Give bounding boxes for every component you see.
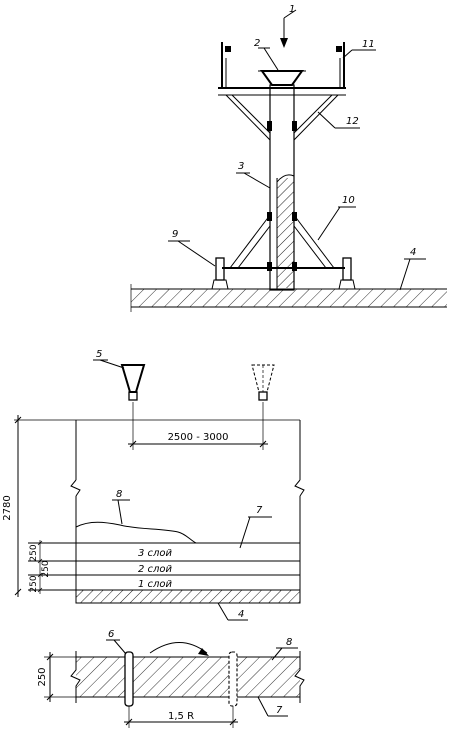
label-8-bottom: 8 [286, 637, 292, 648]
label-7: 7 [256, 505, 263, 516]
label-6: 6 [108, 629, 114, 640]
callout-12: 12 [317, 111, 360, 129]
callout-8-bottom: 8 [271, 637, 298, 661]
tower-view: 1 2 11 12 3 10 [130, 4, 447, 312]
callout-2: 2 [254, 38, 279, 71]
callout-11: 11 [342, 39, 376, 59]
layer-3-label: 3 слой [138, 548, 173, 559]
middle-base-slab [75, 589, 301, 604]
dim-height-label: 2780 [2, 495, 13, 520]
label-1: 1 [289, 4, 295, 15]
dimension-thickness: 250 [37, 652, 76, 702]
dimension-spacing: 2500 - 3000 [128, 402, 268, 450]
label-5: 5 [96, 349, 102, 360]
callout-7: 7 [239, 505, 272, 549]
layers: 3 слой 2 слой 1 слой [28, 542, 300, 591]
movement-arrow [149, 642, 209, 656]
ground-slab [130, 284, 447, 312]
dimension-height: 2780 [2, 415, 300, 597]
label-12: 12 [346, 116, 359, 127]
callout-6: 6 [106, 629, 127, 655]
dimension-step: 1,5 R [124, 706, 238, 728]
base-frame [211, 214, 356, 290]
label-4-top: 4 [410, 247, 416, 258]
layer-2-label: 2 слой [138, 564, 173, 575]
callout-5: 5 [93, 349, 125, 369]
dim-layer-mid: 250 [41, 560, 51, 577]
callout-4-middle: 4 [217, 602, 248, 621]
label-7-bottom: 7 [276, 705, 283, 716]
central-column [258, 70, 306, 291]
funnel-solid [120, 364, 146, 401]
vibrator-solid [124, 651, 134, 707]
label-3: 3 [238, 161, 244, 172]
dim-thickness-label: 250 [37, 667, 48, 686]
callout-7-bottom: 7 [257, 696, 288, 717]
label-8: 8 [116, 489, 122, 500]
top-platform [218, 42, 346, 141]
label-11: 11 [362, 39, 375, 50]
label-2: 2 [254, 38, 260, 49]
dimension-layers: 250 250 250 [29, 540, 51, 594]
vibrator-dashed [228, 651, 238, 707]
label-9: 9 [172, 229, 178, 240]
concrete-mound [75, 521, 197, 544]
dim-layer-bot: 250 [29, 575, 39, 592]
callout-1: 1 [280, 4, 297, 48]
formwork-walls [70, 420, 305, 590]
layers-view: 5 2500 - 3000 2780 [2, 349, 305, 621]
funnel-dashed [251, 364, 275, 401]
callout-9: 9 [168, 229, 216, 267]
label-4-middle: 4 [238, 609, 244, 620]
callout-3: 3 [236, 161, 271, 189]
callout-8: 8 [112, 489, 130, 525]
layer-1-label: 1 слой [138, 579, 173, 590]
dim-step-label: 1,5 R [168, 711, 194, 722]
callout-10: 10 [317, 195, 356, 241]
label-10: 10 [342, 195, 355, 206]
dim-spacing-label: 2500 - 3000 [168, 432, 229, 443]
vibration-view: 250 1,5 R 6 8 7 [37, 629, 305, 728]
callout-4-top: 4 [399, 247, 426, 291]
dim-layer-top: 250 [29, 544, 39, 561]
